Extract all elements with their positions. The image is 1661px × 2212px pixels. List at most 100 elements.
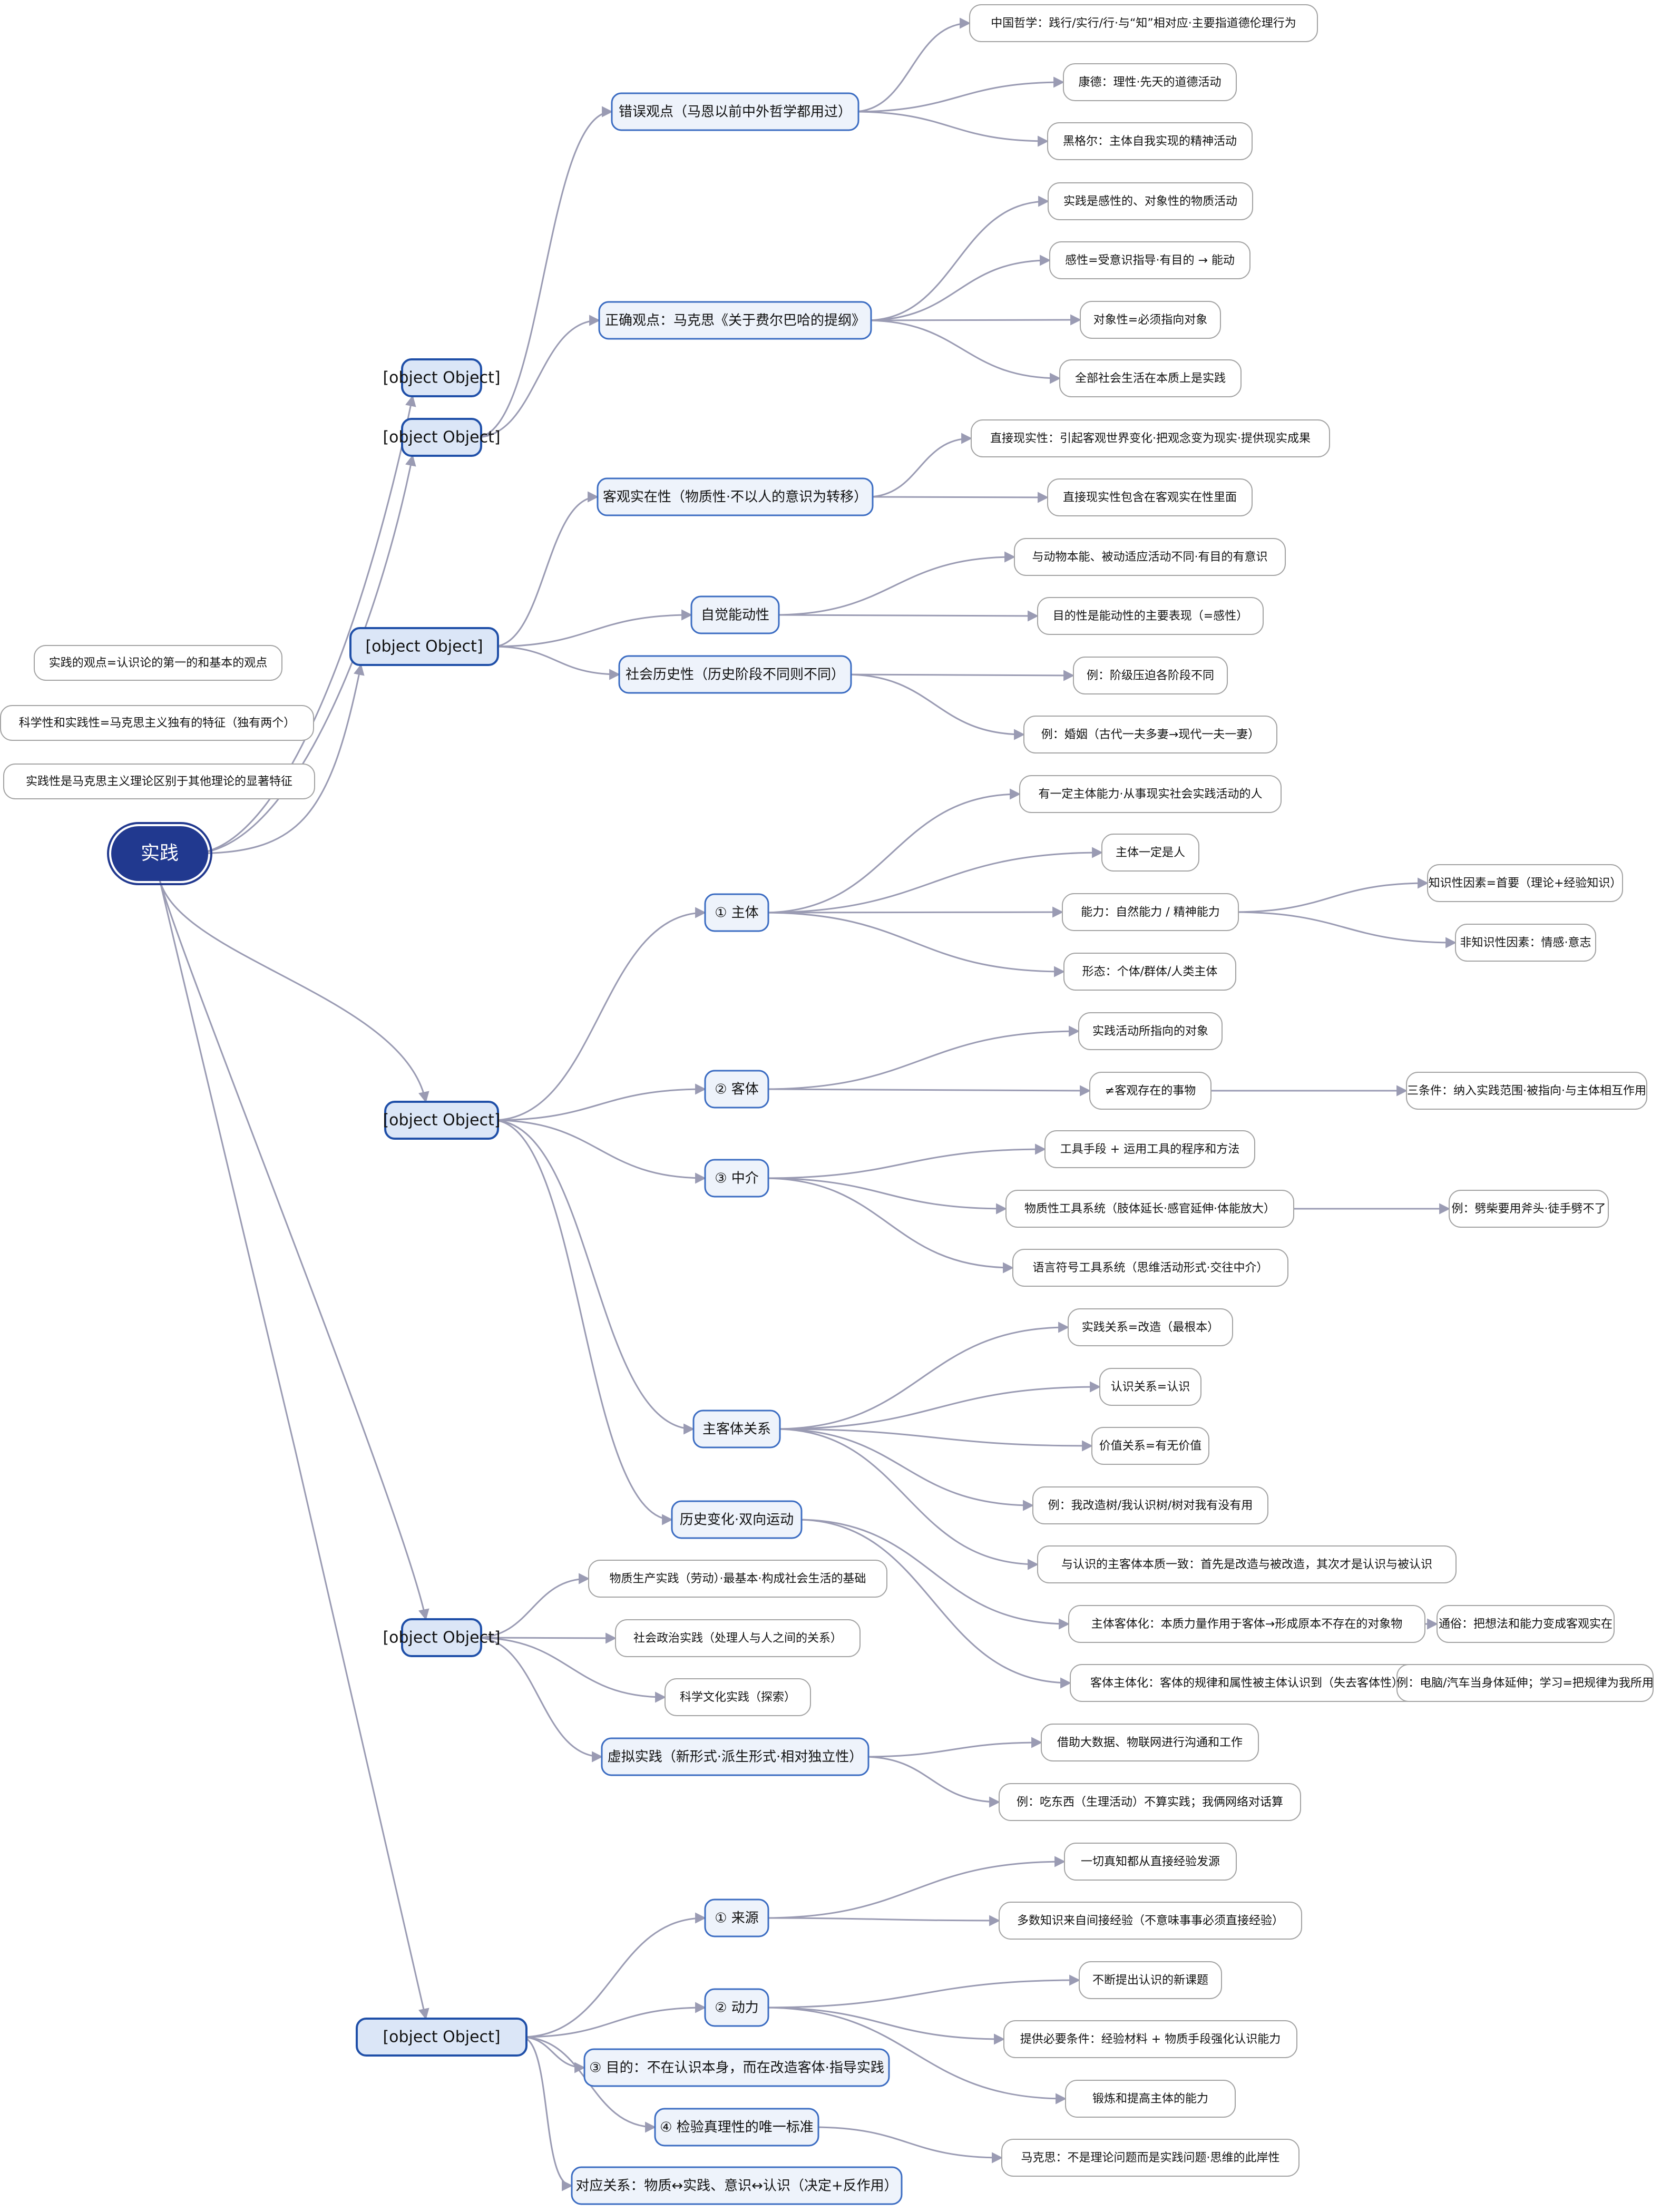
node-box xyxy=(690,595,780,634)
node-label: 有一定主体能力·从事现实社会实践活动的人 xyxy=(1039,788,1263,801)
node-n3: 实践性是马克思主义理论区别于其他理论的显著特征 xyxy=(3,764,315,799)
node-box xyxy=(1063,953,1236,991)
edge-s43-l24 xyxy=(763,1177,1008,1215)
node-l38: 科学文化实践（探索） xyxy=(665,1678,811,1716)
node-box xyxy=(1101,834,1199,872)
edge-s51-l39 xyxy=(863,1737,1043,1758)
node-box xyxy=(597,477,874,516)
node-box xyxy=(999,1902,1302,1940)
node-box xyxy=(598,301,872,340)
node-label: ② 动力 xyxy=(715,2000,759,2016)
node-s43: ③ 中介 xyxy=(704,1159,769,1198)
edge-l16-l18 xyxy=(1233,911,1457,948)
node-label: 借助大数据、物联网进行沟通和工作 xyxy=(1057,1736,1243,1749)
node-b6: [object Object] xyxy=(356,2018,527,2057)
node-l3: 黑格尔：主体自我实现的精神活动 xyxy=(1047,122,1253,160)
edge-s64-l46 xyxy=(813,2126,1003,2164)
node-label: 社会政治实践（处理人与人之间的关系） xyxy=(633,1632,842,1645)
node-box xyxy=(704,1070,769,1109)
node-box xyxy=(1073,657,1228,694)
node-l43: 不断提出认识的新课题 xyxy=(1079,1961,1222,1999)
node-label: 通俗：把想法和能力变成客观实在 xyxy=(1439,1618,1613,1631)
node-l15: 主体一定是人 xyxy=(1101,834,1199,872)
node-box xyxy=(971,419,1330,457)
edge-root-b3 xyxy=(191,663,365,855)
node-l39: 借助大数据、物联网进行沟通和工作 xyxy=(1041,1724,1259,1761)
node-l25: 例：劈柴要用斧头·徒手劈不了 xyxy=(1449,1190,1609,1228)
node-s63: ③ 目的：不在认识本身，而在改造客体·指导实践 xyxy=(583,2048,890,2087)
node-box xyxy=(1047,122,1253,160)
edge-s51-l40 xyxy=(863,1756,1001,1808)
node-l9: 直接现实性包含在客观实在性里面 xyxy=(1047,478,1253,516)
edge-s32-l11 xyxy=(773,610,1039,622)
edge-s32-l10 xyxy=(773,551,1016,616)
node-label: 目的性是能动性的主要表现（=感性） xyxy=(1053,610,1248,623)
node-l29: 价值关系=有无价值 xyxy=(1091,1427,1209,1465)
node-s31: 客观实在性（物质性·不以人的意识为转移） xyxy=(597,477,874,516)
edge-b2-s22 xyxy=(475,315,601,438)
node-box xyxy=(1044,1130,1255,1168)
node-s45: 历史变化·双向运动 xyxy=(671,1500,803,1539)
node-box xyxy=(611,92,859,131)
edge-s22-l4 xyxy=(865,195,1050,321)
edge-s62-l43 xyxy=(763,1974,1081,2009)
node-l5: 感性=受意识指导·有目的 → 能动 xyxy=(1049,241,1250,279)
edge-s41-l14 xyxy=(763,788,1021,914)
edge-s44-l29 xyxy=(774,1428,1093,1452)
node-label: ① 来源 xyxy=(715,1911,759,1926)
node-l26: 语言符号工具系统（思维活动形式·交往中介） xyxy=(1012,1249,1288,1287)
node-b1: [object Object] xyxy=(383,358,501,397)
node-s64: ④ 检验真理性的唯一标准 xyxy=(654,2108,819,2147)
node-l16: 能力：自然能力 / 精神能力 xyxy=(1062,893,1239,931)
node-label: 不断提出认识的新课题 xyxy=(1092,1974,1208,1987)
node-l45: 锻炼和提高主体的能力 xyxy=(1065,2080,1236,2118)
node-label: 直接现实性：引起客观世界变化·把观念变为现实·提供现实成果 xyxy=(990,432,1311,445)
node-box xyxy=(969,4,1318,42)
node-s62: ② 动力 xyxy=(704,1988,769,2027)
edge-root-b6 xyxy=(159,879,429,2020)
node-l30: 例：我改造树/我认识树/树对我有没有用 xyxy=(1032,1486,1268,1524)
node-box xyxy=(1455,924,1596,962)
edge-s41-l15 xyxy=(763,847,1103,914)
node-l24: 物质性工具系统（肢体延长·感官延伸·体能放大） xyxy=(1005,1190,1294,1228)
node-label: 正确观点：马克思《关于费尔巴哈的提纲》 xyxy=(605,313,865,329)
node-root: 实践 xyxy=(107,822,212,885)
node-label: 自觉能动性 xyxy=(701,608,769,623)
node-label: 物质生产实践（劳动）·最基本·构成社会生活的基础 xyxy=(610,1572,866,1585)
edge-s42-l21 xyxy=(763,1085,1091,1097)
node-box xyxy=(1065,2080,1236,2118)
node-s42: ② 客体 xyxy=(704,1070,769,1109)
edge-s61-l42 xyxy=(763,1915,1001,1926)
node-box xyxy=(1019,775,1282,813)
node-l36: 物质生产实践（劳动）·最基本·构成社会生活的基础 xyxy=(588,1560,887,1598)
node-n2: 科学性和实践性=马克思主义独有的特征（独有两个） xyxy=(0,705,314,741)
node-l32: 主体客体化：本质力量作用于客体→形成原本不存在的对象物 xyxy=(1068,1605,1425,1643)
edge-s44-l30 xyxy=(774,1428,1034,1511)
node-label: [object Object] xyxy=(383,2028,500,2047)
edge-s45-l34 xyxy=(796,1519,1072,1689)
node-label: 三条件：纳入实践范围·被指向·与主体相互作用 xyxy=(1407,1084,1646,1098)
node-s33: 社会历史性（历史阶段不同则不同） xyxy=(618,655,852,694)
node-label: 康德：理性·先天的道德活动 xyxy=(1079,76,1222,89)
node-label: 主体客体化：本质力量作用于客体→形成原本不存在的对象物 xyxy=(1091,1618,1402,1631)
node-label: 黑格尔：主体自我实现的精神活动 xyxy=(1063,135,1237,148)
node-box xyxy=(618,655,852,694)
node-box xyxy=(356,2018,527,2057)
node-box xyxy=(349,627,499,666)
node-b3: [object Object] xyxy=(349,627,499,666)
node-label: 能力：自然能力 / 精神能力 xyxy=(1081,906,1219,919)
edge-b4-s45 xyxy=(492,1119,673,1525)
node-l1: 中国哲学：践行/实行/行·与“知”相对应·主要指道德伦理行为 xyxy=(969,4,1318,42)
node-box xyxy=(704,1988,769,2027)
node-label: 实践 xyxy=(141,843,179,864)
edge-s22-l5 xyxy=(865,255,1051,321)
node-box xyxy=(1049,241,1250,279)
node-label: 全部社会生活在本质上是实践 xyxy=(1075,372,1226,385)
node-l11: 目的性是能动性的主要表现（=感性） xyxy=(1037,597,1264,635)
node-box xyxy=(654,2108,819,2147)
node-label: [object Object] xyxy=(383,369,500,387)
edge-s31-l8 xyxy=(867,433,973,498)
node-box xyxy=(692,1410,781,1448)
node-l40: 例：吃东西（生理活动）不算实践；我俩网络对话算 xyxy=(999,1783,1301,1821)
node-s44: 主客体关系 xyxy=(692,1410,781,1448)
